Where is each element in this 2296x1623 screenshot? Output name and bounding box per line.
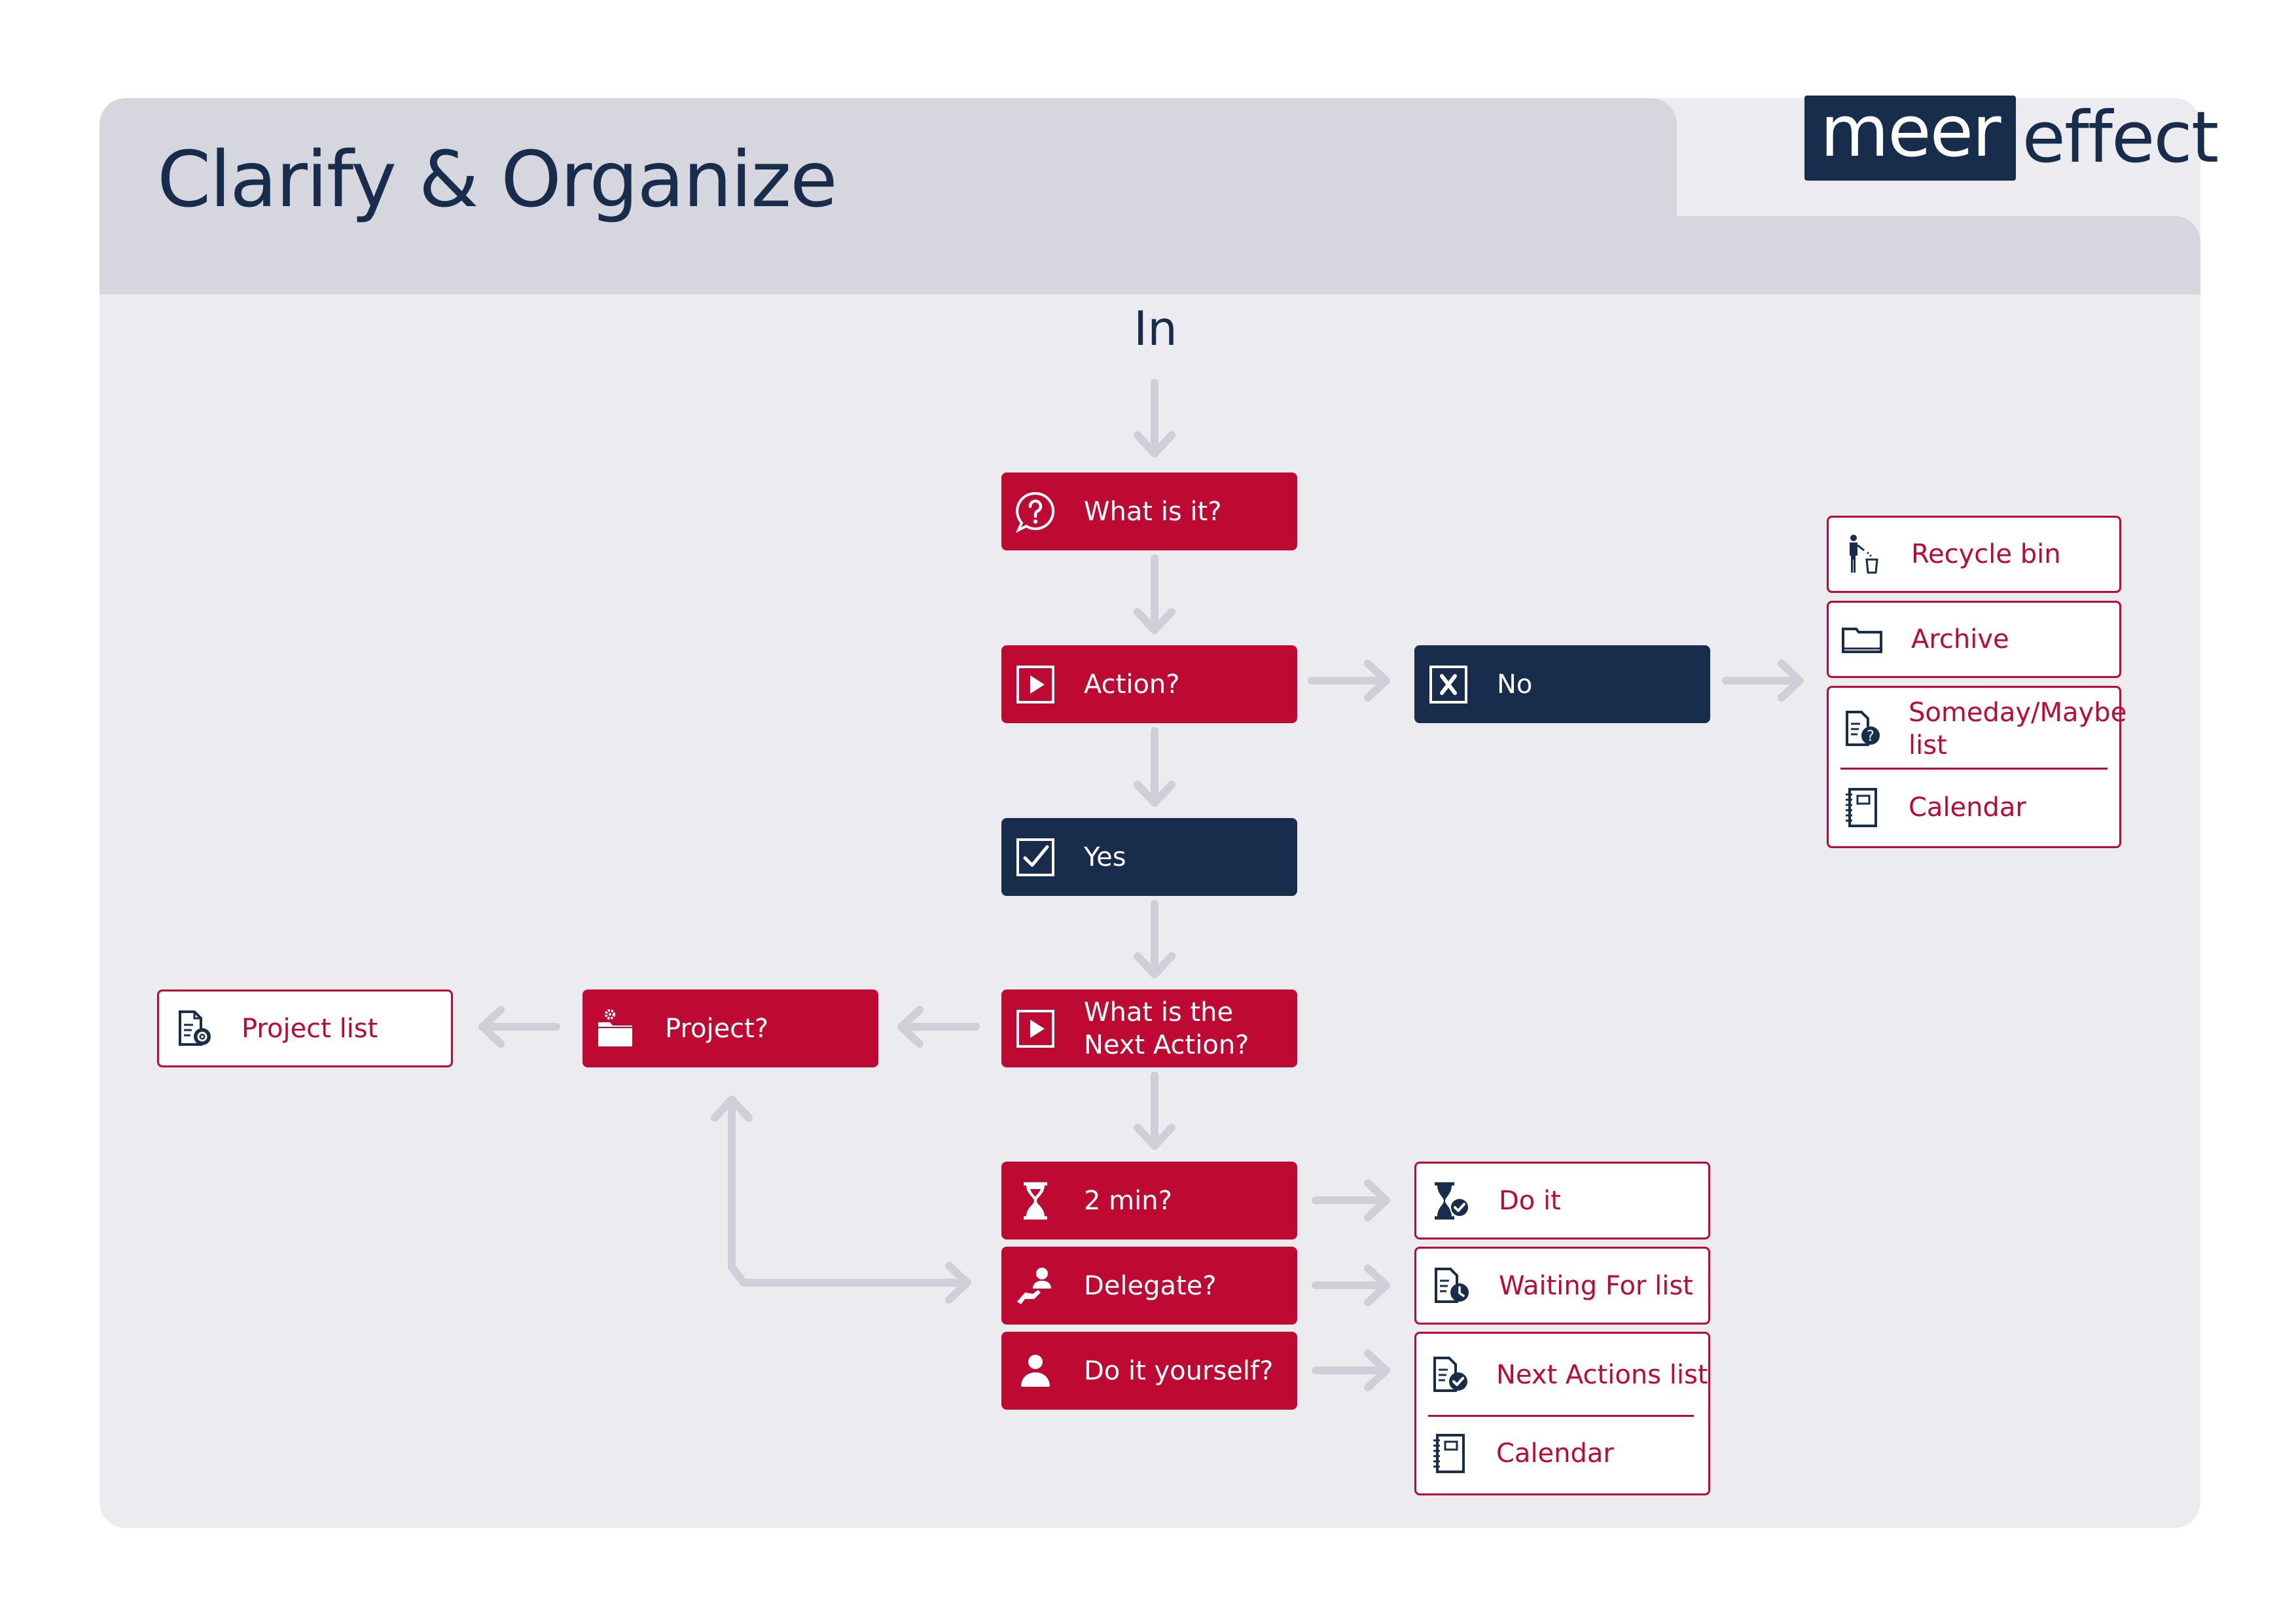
calendar-row-action: Calendar	[1416, 1419, 1708, 1488]
arrow-yes-to-next-action	[1134, 900, 1175, 978]
next-actions-calendar-group: Next Actions list Calendar	[1414, 1332, 1710, 1495]
no-label: No	[1497, 669, 1533, 700]
logo-part-meer: meer	[1804, 96, 2016, 181]
calendar-row-no: Calendar	[1829, 772, 2119, 844]
someday-line1: Someday/Maybe	[1909, 698, 2127, 728]
arrow-in-to-what-is-it	[1134, 379, 1175, 457]
calendar-label-action: Calendar	[1496, 1438, 1614, 1469]
waiting-for-label: Waiting For list	[1499, 1270, 1693, 1301]
document-clock-icon	[1429, 1265, 1471, 1307]
do-it-yourself-label: Do it yourself?	[1084, 1355, 1274, 1386]
play-icon	[1014, 1008, 1056, 1050]
recycle-bin-box: Recycle bin	[1827, 516, 2121, 593]
arrow-two-min-to-do-it	[1312, 1179, 1390, 1221]
do-it-label: Do it	[1499, 1185, 1561, 1216]
hourglass-check-icon	[1429, 1180, 1471, 1222]
next-action-box: What is the Next Action?	[1001, 990, 1297, 1067]
in-label: In	[1134, 301, 1177, 356]
next-action-line2: Next Action?	[1084, 1029, 1249, 1060]
waiting-for-box: Waiting For list	[1414, 1247, 1710, 1325]
two-min-box: 2 min?	[1001, 1162, 1297, 1240]
list-gear-icon	[172, 1008, 214, 1050]
someday-divider	[1840, 768, 2108, 770]
arrow-no-to-outcomes	[1722, 660, 1804, 702]
play-icon	[1014, 664, 1056, 705]
question-bubble-icon	[1014, 491, 1056, 533]
arrow-what-is-it-to-action	[1134, 554, 1175, 634]
action-box: Action?	[1001, 645, 1297, 723]
folder-icon	[1842, 618, 1884, 660]
arrow-action-to-yes	[1134, 727, 1175, 807]
yes-label: Yes	[1084, 842, 1126, 872]
next-action-line1: What is the	[1084, 997, 1234, 1027]
two-min-label: 2 min?	[1084, 1185, 1172, 1216]
folder-gear-icon	[596, 1008, 637, 1050]
calendar-notebook-icon	[1428, 1433, 1470, 1474]
meereffect-logo: meer effect	[1804, 96, 2219, 181]
page-title: Clarify & Organize	[157, 134, 838, 224]
document-question-icon: ?	[1840, 708, 1882, 750]
delegate-person-hand-icon	[1014, 1265, 1056, 1307]
project-box: Project?	[583, 990, 878, 1067]
arrow-delegate-to-waiting	[1312, 1264, 1390, 1306]
person-icon	[1014, 1350, 1056, 1392]
logo-part-effect: effect	[2022, 97, 2219, 179]
project-list-label: Project list	[242, 1013, 378, 1044]
header-notch	[1677, 216, 2200, 294]
next-action-label: What is the Next Action?	[1084, 996, 1249, 1061]
arrow-yourself-to-next-actions	[1312, 1349, 1390, 1391]
next-actions-label: Next Actions list	[1496, 1360, 1708, 1390]
someday-maybe-row: ? Someday/Maybe list	[1829, 693, 2126, 765]
person-trash-icon	[1842, 533, 1884, 575]
arrow-project-to-project-list	[478, 1006, 560, 1048]
what-is-it-box: What is it?	[1001, 473, 1297, 550]
calendar-label-no: Calendar	[1909, 793, 2026, 823]
hourglass-icon	[1014, 1180, 1056, 1222]
svg-text:?: ?	[1867, 728, 1874, 745]
no-box: No	[1414, 645, 1710, 723]
do-it-yourself-box: Do it yourself?	[1001, 1332, 1297, 1410]
archive-box: Archive	[1827, 601, 2121, 678]
what-is-it-label: What is it?	[1084, 496, 1222, 527]
next-actions-divider	[1428, 1415, 1694, 1417]
do-it-box: Do it	[1414, 1162, 1710, 1240]
arrow-next-action-to-two-min	[1134, 1071, 1175, 1150]
someday-maybe-label: Someday/Maybe list	[1909, 696, 2126, 762]
project-list-box: Project list	[157, 990, 453, 1067]
checkbox-checked-icon	[1014, 836, 1056, 878]
project-label: Project?	[665, 1013, 769, 1044]
arrow-action-to-no	[1308, 660, 1390, 702]
arrow-project-delegate-loop	[711, 1096, 971, 1304]
x-box-icon	[1427, 664, 1469, 705]
arrow-next-action-to-project	[897, 1006, 980, 1048]
archive-label: Archive	[1911, 624, 2009, 654]
someday-line2: list	[1909, 730, 1947, 760]
next-actions-row: Next Actions list	[1416, 1340, 1708, 1410]
yes-box: Yes	[1001, 818, 1297, 896]
recycle-bin-label: Recycle bin	[1911, 539, 2061, 569]
delegate-label: Delegate?	[1084, 1270, 1217, 1301]
delegate-box: Delegate?	[1001, 1247, 1297, 1325]
calendar-notebook-icon	[1840, 787, 1882, 829]
document-check-icon	[1428, 1354, 1470, 1396]
action-label: Action?	[1084, 669, 1180, 700]
someday-calendar-group: ? Someday/Maybe list Calendar	[1827, 686, 2126, 848]
